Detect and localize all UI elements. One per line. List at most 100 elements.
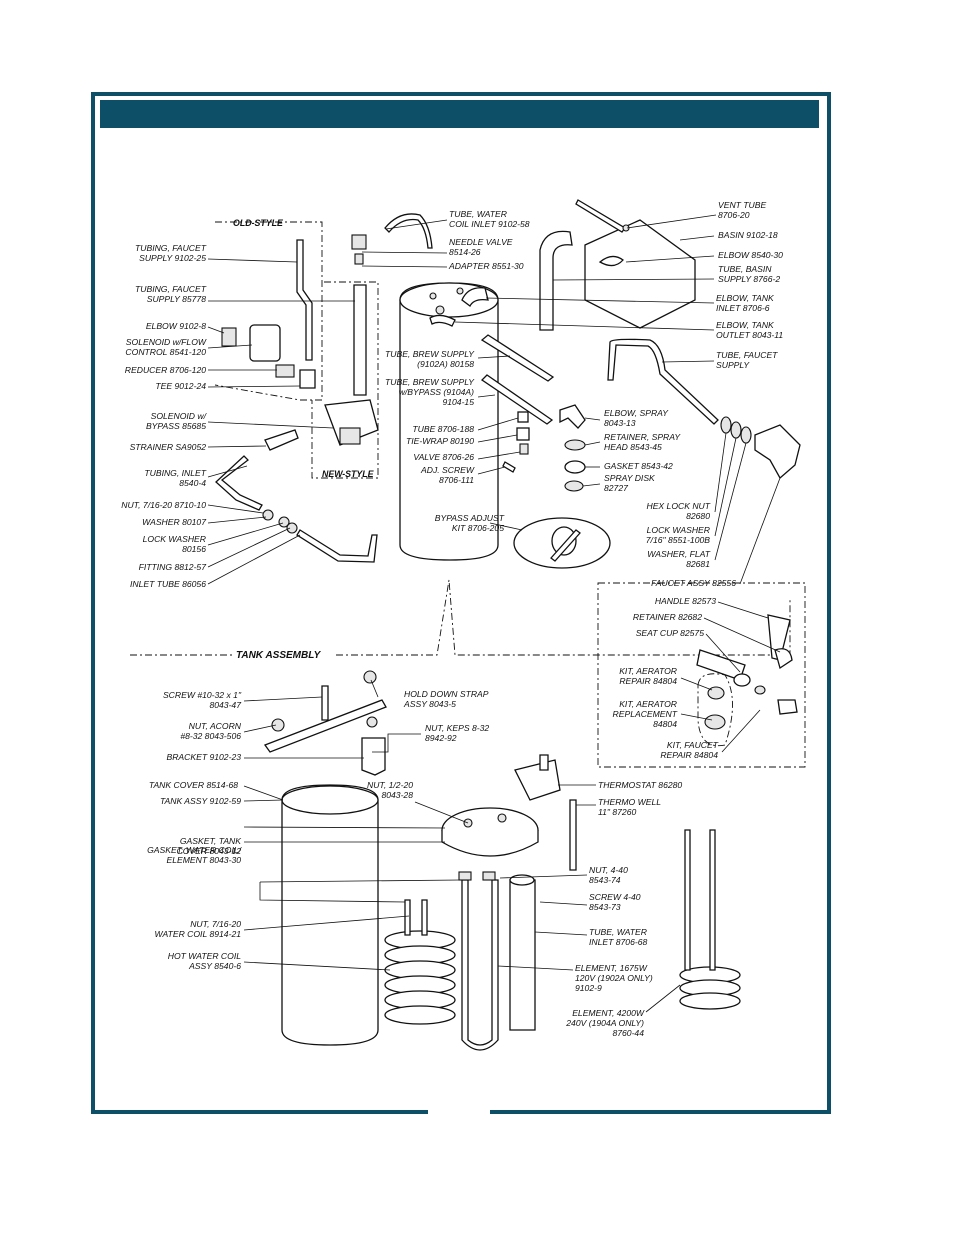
- label-line: TUBING, FAUCET: [135, 284, 207, 294]
- faucet-assy-parts: [696, 614, 798, 747]
- faucet: [720, 416, 801, 480]
- label-line: 11" 87260: [598, 807, 636, 817]
- label-line: 8706-111: [439, 475, 474, 485]
- label-line: 9104-15: [442, 397, 474, 407]
- label-line: NUT, 7/16-20 8710-10: [121, 500, 206, 510]
- label-line: ELBOW 8540-30: [718, 250, 783, 260]
- label-line: WATER COIL 8914-21: [155, 929, 242, 939]
- label-faucet-assy: FAUCET ASSY 82556: [651, 578, 736, 588]
- label-line: 7/16" 8551-100B: [646, 535, 710, 545]
- label-gasket-water-coil: GASKET, WATER COIL/ELEMENT 8043-30: [147, 845, 243, 865]
- label-line: 84804: [653, 719, 677, 729]
- label-line: HEAD 8543-45: [604, 442, 662, 452]
- label-line: INLET 8706-6: [716, 303, 770, 313]
- label-line: TUBE, WATER: [449, 209, 507, 219]
- label-line: LOCK WASHER: [143, 534, 206, 544]
- label-line: SOLENOID w/: [151, 411, 208, 421]
- label-line: 8760-44: [612, 1028, 644, 1038]
- label-line: HEX LOCK NUT: [646, 501, 710, 511]
- label-line: 240V (1904A ONLY): [565, 1018, 644, 1028]
- label-tank-assy: TANK ASSY 9102-59: [160, 796, 241, 806]
- label-line: ELBOW, TANK: [716, 320, 775, 330]
- label-line: TUBE, BREW SUPPLY: [385, 377, 475, 387]
- label-line: TANK ASSY 9102-59: [160, 796, 241, 806]
- label-gasket-8543: GASKET 8543-42: [604, 461, 673, 471]
- label-line: LOCK WASHER: [647, 525, 710, 535]
- tank-lower: [281, 784, 379, 1046]
- element-1675w: [458, 871, 499, 1051]
- basin: [539, 199, 696, 331]
- label-line: SPRAY DISK: [604, 473, 656, 483]
- label-line: 8942-92: [425, 733, 457, 743]
- label-line: COIL INLET 9102-58: [449, 219, 530, 229]
- hold-down-strap: [263, 670, 387, 776]
- label-line: SUPPLY 8766-2: [718, 274, 780, 284]
- header-bar: [100, 100, 819, 128]
- label-line: FITTING 8812-57: [139, 562, 208, 572]
- label-line: REPAIR 84804: [619, 676, 677, 686]
- label-line: KIT 8706-205: [452, 523, 504, 533]
- thermostat-assy: [514, 754, 577, 871]
- label-line: REPAIR 84804: [660, 750, 718, 760]
- label-line: ELBOW 9102-8: [146, 321, 206, 331]
- tank-elbows: [429, 287, 489, 327]
- old-style-parts: [221, 239, 316, 389]
- label-line: INLET TUBE 86056: [130, 579, 206, 589]
- label-bracket: BRACKET 9102-23: [166, 752, 241, 762]
- label-line: NUT, 7/16-20: [190, 919, 241, 929]
- label-line: THERMOSTAT 86280: [598, 780, 682, 790]
- label-line: THERMO WELL: [598, 797, 661, 807]
- label-line: 82727: [604, 483, 629, 493]
- label-line: SUPPLY: [716, 360, 750, 370]
- tank-assembly-divider: TANK ASSEMBLY: [130, 579, 791, 661]
- label-screw-10-32: SCREW #10-32 x 1"8043-47: [163, 690, 242, 710]
- label-line: SCREW 4-40: [589, 892, 641, 902]
- label-line: COVER 8043-12: [177, 846, 242, 856]
- label-line: SUPPLY 85778: [147, 294, 206, 304]
- label-line: (9102A) 80158: [417, 359, 474, 369]
- label-line: KIT, AERATOR: [619, 666, 677, 676]
- frame-bottom-gap: [428, 1105, 490, 1119]
- label-line: ELEMENT, 4200W: [572, 1008, 645, 1018]
- label-valve: VALVE 8706-26: [413, 452, 474, 462]
- label-basin: BASIN 9102-18: [718, 230, 778, 240]
- label-line: 8543-74: [589, 875, 621, 885]
- label-line: 8043-13: [604, 418, 636, 428]
- label-line: GASKET, TANK: [180, 836, 242, 846]
- label-line: 8706-20: [718, 210, 750, 220]
- label-line: REPLACEMENT: [613, 709, 678, 719]
- label-line: 9102-9: [575, 983, 602, 993]
- label-line: ELEMENT, 1675W: [575, 963, 648, 973]
- label-line: TUBING, INLET: [144, 468, 206, 478]
- label-line: BYPASS ADJUST: [435, 513, 505, 523]
- label-solenoid-bypass: SOLENOID w/BYPASS 85685: [146, 411, 208, 431]
- page-frame: [91, 92, 831, 1114]
- label-line: 82680: [686, 511, 710, 521]
- label-line: RETAINER 82682: [633, 612, 702, 622]
- label-line: TANK COVER 8514-68: [149, 780, 238, 790]
- label-seat-cup: SEAT CUP 82575: [636, 628, 705, 638]
- label-line: NUT, KEPS 8-32: [425, 723, 489, 733]
- label-line: HOT WATER COIL: [168, 951, 241, 961]
- label-reducer: REDUCER 8706-120: [125, 365, 206, 375]
- label-line: INLET 8706-68: [589, 937, 648, 947]
- spray-parts: [502, 404, 586, 492]
- label-line: 8543-73: [589, 902, 621, 912]
